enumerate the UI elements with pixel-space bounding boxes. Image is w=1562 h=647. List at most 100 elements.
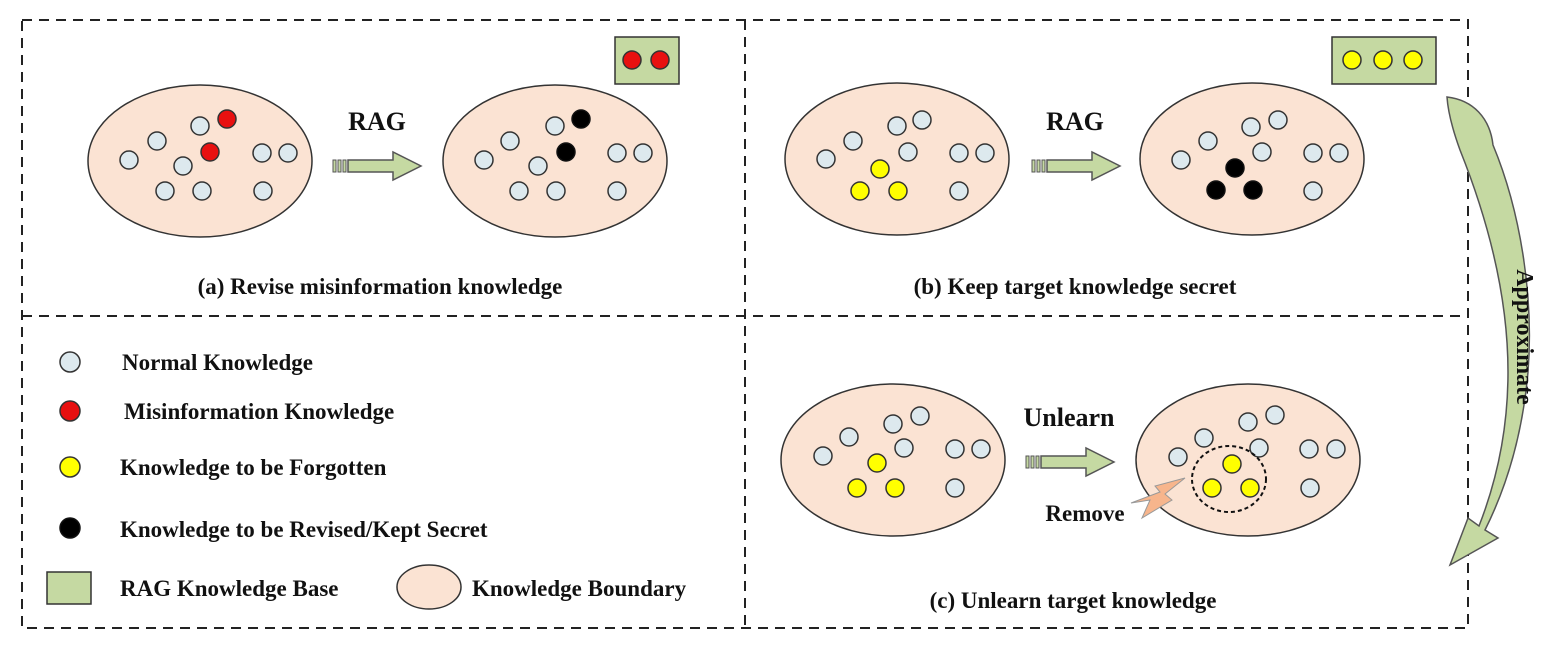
legend: Normal Knowledge Misinformation Knowledg… bbox=[46, 350, 687, 610]
revised-dot bbox=[556, 142, 576, 162]
normal-dot bbox=[500, 131, 520, 151]
normal-dot bbox=[607, 181, 627, 201]
forgotten-dot bbox=[885, 478, 905, 498]
forgotten-dot bbox=[1240, 478, 1260, 498]
panel-a: RAG (a) Revise misinformation kn bbox=[87, 36, 680, 299]
normal-dot bbox=[545, 116, 565, 136]
normal-dot bbox=[883, 414, 903, 434]
arrow-label-a: RAG bbox=[348, 107, 406, 136]
knowledge-dots-c-before bbox=[813, 406, 991, 498]
arrow-icon bbox=[332, 150, 423, 182]
normal-dot bbox=[119, 150, 139, 170]
revised-dot bbox=[1243, 180, 1263, 200]
revised-dot bbox=[1206, 180, 1226, 200]
normal-dot bbox=[898, 142, 918, 162]
normal-dot bbox=[278, 143, 298, 163]
remove-label: Remove bbox=[1045, 501, 1124, 526]
arrow-label-b: RAG bbox=[1046, 107, 1104, 136]
normal-dot bbox=[1194, 428, 1214, 448]
legend-revised-icon bbox=[59, 517, 81, 539]
legend-rag-base-label: RAG Knowledge Base bbox=[120, 576, 339, 601]
normal-dot bbox=[945, 439, 965, 459]
knowledge-dots-a-before bbox=[119, 109, 298, 201]
misinformation-dot bbox=[200, 142, 220, 162]
forgotten-dot bbox=[1222, 454, 1242, 474]
normal-dot bbox=[509, 181, 529, 201]
normal-dot bbox=[1329, 143, 1349, 163]
normal-dot bbox=[945, 478, 965, 498]
normal-dot bbox=[155, 181, 175, 201]
normal-dot bbox=[1303, 143, 1323, 163]
normal-dot bbox=[1303, 181, 1323, 201]
knowledge-boundary-a-before bbox=[87, 84, 313, 238]
normal-dot bbox=[1252, 142, 1272, 162]
misinformation-dot bbox=[622, 50, 642, 70]
caption-c: (c) Unlearn target knowledge bbox=[930, 588, 1217, 613]
normal-dot bbox=[813, 446, 833, 466]
normal-dot bbox=[971, 439, 991, 459]
legend-boundary-icon bbox=[396, 564, 462, 610]
caption-a: (a) Revise misinformation knowledge bbox=[198, 274, 563, 299]
normal-dot bbox=[894, 438, 914, 458]
forgotten-dot bbox=[850, 181, 870, 201]
rag-knowledge-base-a bbox=[614, 36, 680, 85]
normal-dot bbox=[173, 156, 193, 176]
normal-dot bbox=[949, 143, 969, 163]
arrow-icon bbox=[1025, 446, 1116, 478]
normal-dot bbox=[1268, 110, 1288, 130]
normal-dot bbox=[147, 131, 167, 151]
normal-dot bbox=[910, 406, 930, 426]
legend-rag-base-icon bbox=[46, 571, 92, 605]
legend-normal-icon bbox=[59, 351, 81, 373]
knowledge-dots-b-before bbox=[816, 110, 995, 201]
normal-dot bbox=[1265, 405, 1285, 425]
misinformation-dot bbox=[217, 109, 237, 129]
forgotten-dot bbox=[888, 181, 908, 201]
legend-revised-label: Knowledge to be Revised/Kept Secret bbox=[120, 517, 488, 542]
knowledge-boundary-a-after bbox=[442, 84, 668, 238]
forgotten-dot bbox=[870, 159, 890, 179]
knowledge-dots-c-after bbox=[1168, 405, 1346, 498]
normal-dot bbox=[912, 110, 932, 130]
legend-misinformation-label: Misinformation Knowledge bbox=[124, 399, 394, 424]
legend-forgotten-label: Knowledge to be Forgotten bbox=[120, 455, 387, 480]
arrow-icon bbox=[1031, 150, 1122, 182]
normal-dot bbox=[190, 116, 210, 136]
normal-dot bbox=[546, 181, 566, 201]
forgotten-dot bbox=[1342, 50, 1362, 70]
forgotten-dot bbox=[1403, 50, 1423, 70]
legend-boundary-label: Knowledge Boundary bbox=[472, 576, 687, 601]
legend-normal-label: Normal Knowledge bbox=[122, 350, 313, 375]
rag-knowledge-base-b bbox=[1331, 36, 1437, 85]
normal-dot bbox=[1198, 131, 1218, 151]
removal-region bbox=[1191, 445, 1267, 513]
revised-dot bbox=[1225, 158, 1245, 178]
normal-dot bbox=[816, 149, 836, 169]
approximate-label: Approximate bbox=[1511, 269, 1537, 405]
knowledge-boundary-c-before bbox=[780, 383, 1006, 537]
normal-dot bbox=[528, 156, 548, 176]
approximate-arrow-icon: Approximate bbox=[1446, 96, 1537, 567]
normal-dot bbox=[887, 116, 907, 136]
normal-dot bbox=[839, 427, 859, 447]
normal-dot bbox=[633, 143, 653, 163]
normal-dot bbox=[843, 131, 863, 151]
misinformation-dot bbox=[650, 50, 670, 70]
panel-c: Unlearn Remove (c) Unlearn target knowle… bbox=[780, 383, 1361, 613]
forgotten-dot bbox=[847, 478, 867, 498]
legend-misinformation-icon bbox=[59, 400, 81, 422]
normal-dot bbox=[607, 143, 627, 163]
normal-dot bbox=[192, 181, 212, 201]
normal-dot bbox=[1299, 439, 1319, 459]
knowledge-dots-b-after bbox=[1171, 110, 1349, 201]
panel-b: RAG (b) Keep target knowl bbox=[784, 36, 1437, 299]
normal-dot bbox=[1168, 447, 1188, 467]
knowledge-boundary-c-after bbox=[1135, 383, 1361, 537]
revised-dot bbox=[571, 109, 591, 129]
normal-dot bbox=[1249, 438, 1269, 458]
normal-dot bbox=[1238, 412, 1258, 432]
normal-dot bbox=[975, 143, 995, 163]
normal-dot bbox=[1171, 150, 1191, 170]
